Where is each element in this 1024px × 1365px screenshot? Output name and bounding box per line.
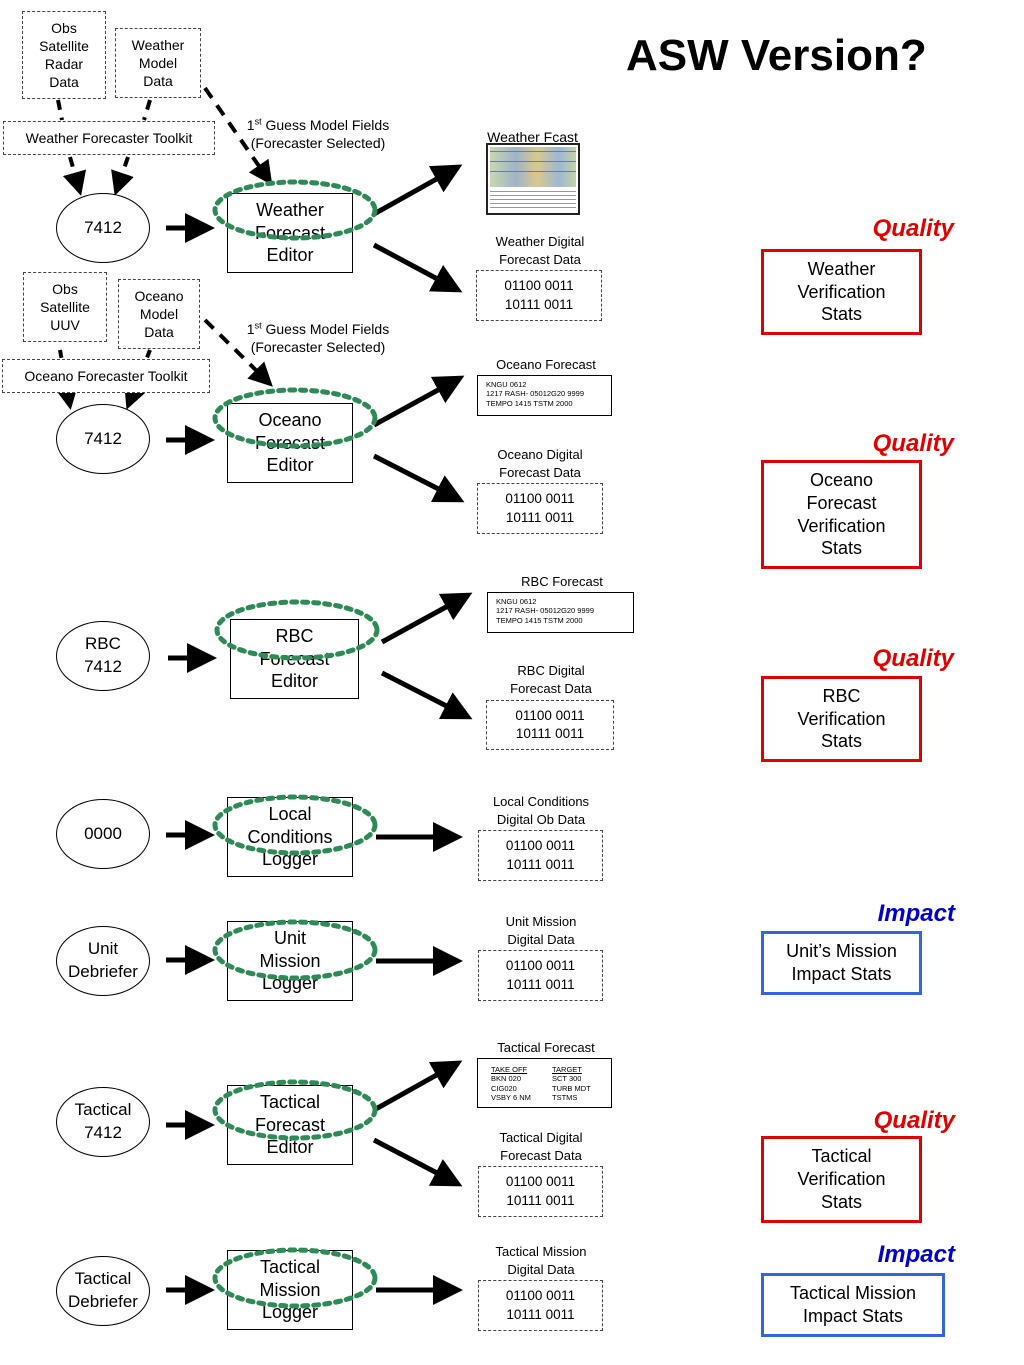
model-to-editor-arrow [203,86,273,186]
editor-to-product-arrow [372,375,465,428]
unit-mission-data-box: 01100 0011 10111 0011 [478,950,603,1001]
oceano-toolkit-box: Oceano Forecaster Toolkit [2,359,210,393]
weather-fcast-label: Weather Fcast [487,129,578,145]
tactical-forecast-table: TAKE OFF BKN 020 CIG020 VSBY 6 NM TARGET… [477,1058,612,1108]
source-tactical-7412: Tactical 7412 [56,1087,150,1157]
tactical-verification-stats-box: Tactical Verification Stats [761,1136,922,1223]
tactical-digital-label: Tactical Digital Forecast Data [499,1130,583,1163]
quality-label: Quality [873,1107,955,1134]
takeoff-header: TAKE OFF [491,1065,528,1074]
unit-mission-label: Unit Mission Digital Data [505,914,577,947]
oceano-verification-stats-box: Oceano Forecast Verification Stats [761,460,922,569]
target-values: SCT 300 TURB MDT TSTMS [552,1074,591,1103]
rbc-forecast-editor: RBC Forecast Editor [230,619,359,699]
rbc-verification-stats-box: RBC Verification Stats [761,676,922,762]
weather-digital-label: Weather Digital Forecast Data [495,234,585,267]
target-header: TARGET [552,1065,582,1074]
tactical-forecast-label: Tactical Forecast [497,1040,595,1055]
source-0000: 0000 [56,799,150,869]
toolkit-to-source-arrow [62,156,87,196]
source-7412: 7412 [56,404,150,474]
rbc-forecast-label: RBC Forecast [521,574,603,589]
toolkit-to-source-arrow [111,156,134,196]
oceano-model-box: Oceano Model Data [118,279,200,349]
first-guess-label: 1st Guess Model Fields(Forecaster Select… [246,116,390,152]
source-7412: 7412 [56,193,150,263]
editor-to-product-arrow [372,164,463,217]
rbc-digital-data-box: 01100 0011 10111 0011 [486,700,614,750]
quality-label: Quality [872,215,954,242]
tactical-digital-data-box: 01100 0011 10111 0011 [478,1166,603,1217]
editor-to-product-arrow [372,1137,463,1187]
tactical-forecast-editor: Tactical Forecast Editor [227,1085,353,1165]
first-guess-label: 1st Guess Model Fields(Forecaster Select… [246,320,390,356]
oceano-digital-data-box: 01100 0011 10111 0011 [477,483,603,534]
tactical-mission-impact-stats-box: Tactical Mission Impact Stats [761,1273,945,1337]
oceano-forecast-label: Oceano Forecast [496,357,596,372]
impact-label: Impact [877,900,955,927]
source-rbc-7412: RBC 7412 [56,621,150,691]
weather-toolkit-box: Weather Forecaster Toolkit [3,121,215,155]
obs-satellite-radar-box: Obs Satellite Radar Data [22,11,106,99]
obs-satellite-uuv-box: Obs Satellite UUV [23,272,107,342]
oceano-forecast-editor: Oceano Forecast Editor [227,403,353,483]
impact-label: Impact [877,1241,955,1268]
tactical-mission-logger: Tactical Mission Logger [227,1250,353,1330]
takeoff-values: BKN 020 CIG020 VSBY 6 NM [491,1074,531,1103]
page-title: ASW Version? [626,31,927,80]
oceano-forecast-text: KNGU 0612 1217 RASH- 05012G20 9999 TEMPO… [477,375,612,416]
weather-forecast-editor: Weather Forecast Editor [227,193,353,273]
tactical-mission-data-box: 01100 0011 10111 0011 [478,1280,603,1331]
editor-to-product-arrow [372,1060,463,1113]
editor-to-product-arrow [372,453,465,503]
source-unit-debriefer: Unit Debriefer [56,926,150,996]
weather-fcast-map-image [486,143,580,215]
rbc-forecast-text: KNGU 0612 1217 RASH- 05012G20 9999 TEMPO… [487,592,634,633]
local-ob-data-box: 01100 0011 10111 0011 [478,830,603,881]
obs-to-toolkit-connector [56,99,64,121]
unit-mission-logger: Unit Mission Logger [227,921,353,1001]
source-tactical-debriefer: Tactical Debriefer [56,1256,150,1326]
weather-verification-stats-box: Weather Verification Stats [761,249,922,335]
local-ob-label: Local Conditions Digital Ob Data [492,794,590,827]
rbc-digital-label: RBC Digital Forecast Data [510,663,592,696]
quality-label: Quality [872,430,954,457]
editor-to-product-arrow [380,592,473,645]
model-to-toolkit-connector [142,99,152,121]
unit-mission-impact-stats-box: Unit’s Mission Impact Stats [761,931,922,995]
editor-to-product-arrow [372,242,463,293]
tactical-mission-label: Tactical Mission Digital Data [495,1244,587,1277]
model-to-editor-arrow [203,318,273,387]
quality-label: Quality [872,645,954,672]
weather-digital-data-box: 01100 0011 10111 0011 [476,270,602,321]
weather-model-box: Weather Model Data [115,28,201,98]
oceano-digital-label: Oceano Digital Forecast Data [497,447,583,480]
editor-to-product-arrow [380,670,473,720]
local-conditions-logger: Local Conditions Logger [227,797,353,877]
